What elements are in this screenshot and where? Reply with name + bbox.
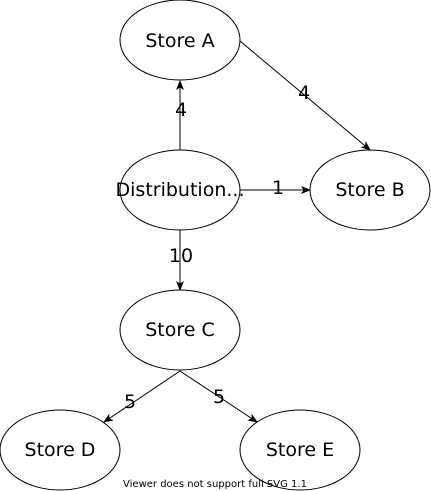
node-store-a-label: Store A xyxy=(145,30,214,52)
edge-label-distribution-to-store-a: 4 xyxy=(175,99,187,121)
edges: 4 4 1 10 5 5 xyxy=(103,40,371,423)
node-store-e-label: Store E xyxy=(266,439,334,461)
node-store-e: Store E xyxy=(239,409,361,491)
edge-label-store-a-to-store-b: 4 xyxy=(298,82,310,104)
node-store-d-shape xyxy=(0,409,121,491)
node-store-c-label: Store C xyxy=(145,319,215,341)
edge-store-c-to-store-d xyxy=(103,370,181,423)
node-store-e-shape xyxy=(239,409,361,491)
node-store-b: Store B xyxy=(309,149,431,231)
edge-label-store-c-to-store-e: 5 xyxy=(213,386,225,408)
edge-label-distribution-to-store-b: 1 xyxy=(272,177,284,199)
edge-label-distribution-to-store-c: 10 xyxy=(169,245,193,267)
node-store-d-label: Store D xyxy=(25,439,96,461)
node-store-b-shape xyxy=(309,149,431,231)
node-distribution-label: Distribution... xyxy=(116,179,245,201)
node-store-b-label: Store B xyxy=(335,179,404,201)
svg-support-notice: Viewer does not support full SVG 1.1 xyxy=(123,479,307,490)
node-store-d: Store D xyxy=(0,409,121,491)
node-store-a: Store A xyxy=(119,0,241,81)
node-store-a-shape xyxy=(119,0,241,81)
node-distribution-shape xyxy=(119,149,241,231)
edge-store-c-to-store-e xyxy=(179,370,258,423)
node-store-c-shape xyxy=(119,289,241,371)
node-store-c: Store C xyxy=(119,289,241,371)
edge-store-a-to-store-b xyxy=(239,40,371,151)
node-distribution: Distribution... xyxy=(116,149,245,231)
edge-label-store-c-to-store-d: 5 xyxy=(124,391,136,413)
